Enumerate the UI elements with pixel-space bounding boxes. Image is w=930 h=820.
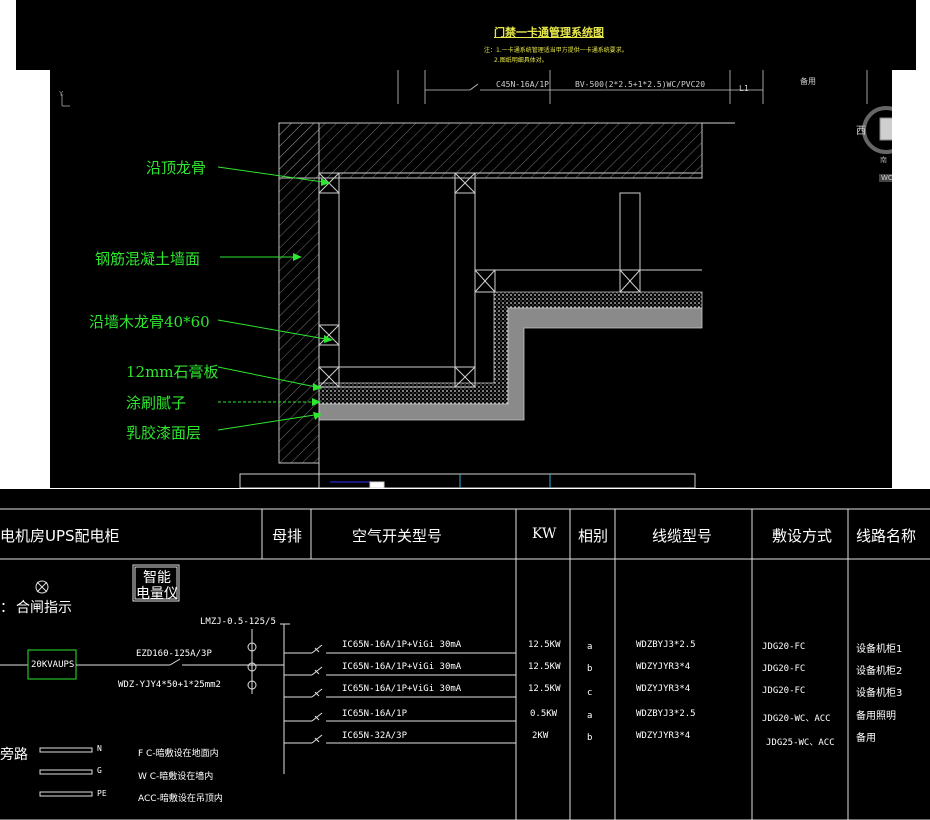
- row-laying: JDG25-WC、ACC: [766, 738, 835, 748]
- wcs-badge[interactable]: WC: [879, 174, 892, 182]
- row-breaker: IC65N-16A/1P: [342, 709, 408, 719]
- ups-box-label: 20KVAUPS: [31, 660, 75, 670]
- branch-line: [314, 715, 320, 721]
- row-phase: c: [587, 688, 593, 698]
- label-gypsum-board: 12mm石膏板: [126, 363, 219, 381]
- row-cable: WDZYJYR3*4: [636, 684, 691, 694]
- row-name: 备用: [856, 733, 876, 744]
- branch-line: [314, 647, 320, 653]
- system-diagram-title: 门禁一卡通管理系统图: [494, 26, 604, 39]
- branch-line: [311, 666, 323, 676]
- label-concrete-wall: 钢筋混凝土墙面: [95, 250, 201, 268]
- row-kw: 0.5KW: [530, 709, 558, 719]
- branch-line: [314, 669, 320, 675]
- top-circuit-line: L1: [739, 84, 749, 93]
- ups-panel-drawing: [0, 508, 930, 820]
- close-indicator-label: 合闸指示: [16, 600, 72, 616]
- close-indicator-prefix: ：: [0, 600, 14, 616]
- row-name: 设备机柜1: [856, 644, 903, 655]
- branch-line: [311, 644, 323, 654]
- view-cube[interactable]: [862, 106, 892, 154]
- lower-sheet-hint: [239, 473, 696, 488]
- header-kw: KW: [532, 526, 557, 542]
- bypass-label: 旁路: [0, 747, 28, 763]
- branch-line: [311, 712, 323, 722]
- cad-drawing: [61, 70, 892, 488]
- row-laying: JDG20-FC: [762, 664, 806, 674]
- main-cable-label: WDZ-YJY4*50+1*25mm2: [118, 680, 221, 690]
- row-name: 备用照明: [856, 711, 896, 722]
- header-breaker: 空气开关型号: [352, 527, 443, 545]
- row-kw: 12.5KW: [528, 640, 561, 650]
- main-breaker-label: EZD160-125A/3P: [136, 649, 212, 659]
- label-putty: 涂刷腻子: [126, 394, 187, 412]
- row-laying: JDG20-FC: [762, 686, 806, 696]
- system-diagram-note-1: 注：1.一卡通系统管理适当甲方提供一卡通系统要求。: [484, 47, 628, 54]
- top-circuit-use: 备用: [800, 77, 816, 86]
- legend-symbol-pe: PE: [97, 789, 107, 798]
- header-phase: 相别: [578, 527, 609, 545]
- row-phase: a: [587, 711, 593, 721]
- cad-viewport[interactable]: Y 西 南 WC C45N-16A/1P BV-500(2*2.5+1*2.5)…: [50, 70, 892, 488]
- meter-label-1: 智能: [143, 570, 171, 586]
- row-kw: 12.5KW: [528, 684, 561, 694]
- header-laying: 敷设方式: [772, 527, 833, 545]
- ct-model: LMZJ-0.5-125/5: [200, 617, 276, 627]
- row-name: 设备机柜3: [856, 688, 903, 699]
- top-circuit-cable: BV-500(2*2.5+1*2.5)WC/PVC20: [575, 80, 706, 89]
- system-diagram-note-2: 2.图纸明细具体对。: [494, 57, 548, 64]
- row-cable: WDZYJYR3*4: [636, 662, 691, 672]
- wall-section: [278, 122, 735, 488]
- row-laying: JDG20-FC: [762, 642, 806, 652]
- row-phase: a: [587, 642, 593, 652]
- row-breaker: IC65N-16A/1P+ViGi 30mA: [342, 662, 462, 672]
- row-kw: 2KW: [532, 731, 549, 741]
- top-sheet-strip: 门禁一卡通管理系统图 注：1.一卡通系统管理适当甲方提供一卡通系统要求。 2.图…: [16, 0, 916, 70]
- row-breaker: IC65N-16A/1P+ViGi 30mA: [342, 684, 462, 694]
- legend-text-acc: ACC-暗敷设在吊顶内: [138, 794, 223, 804]
- ucs-y-label: Y: [59, 90, 64, 98]
- row-name: 设备机柜2: [856, 666, 903, 677]
- legend-symbol-g: G: [97, 766, 102, 775]
- branch-line: [311, 688, 323, 698]
- meter-label-2: 电量仪: [136, 586, 178, 602]
- label-wood-keel: 沿墙木龙骨40*60: [89, 313, 210, 331]
- top-circuit-breaker: C45N-16A/1P: [496, 80, 549, 89]
- row-cable: WDZYJYR3*4: [636, 731, 691, 741]
- row-breaker: IC65N-32A/3P: [342, 731, 408, 741]
- top-circuit-row: [397, 70, 868, 104]
- label-latex-paint: 乳胶漆面层: [126, 424, 202, 442]
- row-kw: 12.5KW: [528, 662, 561, 672]
- ucs-axis-icon: [61, 94, 70, 107]
- branch-line: [311, 734, 323, 744]
- row-breaker: IC65N-16A/1P+ViGi 30mA: [342, 640, 462, 650]
- header-busbar: 母排: [272, 527, 303, 545]
- ups-panel-sheet: 电机房UPS配电柜 母排 空气开关型号 KW 相别 线缆型号 敷设方式 线路名称…: [0, 489, 930, 820]
- header-circuit-name: 线路名称: [856, 527, 917, 545]
- branch-line: [314, 737, 320, 743]
- branch-line: [314, 691, 320, 697]
- legend-symbol-n: N: [97, 744, 102, 753]
- legend-text-wc: W C-暗敷设在墙内: [138, 772, 214, 782]
- label-ceiling-keel: 沿顶龙骨: [146, 159, 207, 177]
- header-cable: 线缆型号: [652, 527, 713, 545]
- row-cable: WDZBYJ3*2.5: [636, 709, 696, 719]
- row-phase: b: [587, 664, 593, 674]
- view-cube-south-label[interactable]: 南: [880, 156, 887, 164]
- row-cable: WDZBYJ3*2.5: [636, 640, 696, 650]
- row-phase: b: [587, 733, 593, 743]
- view-cube-west-label[interactable]: 西: [856, 126, 866, 137]
- legend-text-fc: F C-暗敷设在地面内: [138, 749, 219, 759]
- row-laying: JDG20-WC、ACC: [762, 714, 831, 724]
- leader-lines: [217, 166, 333, 431]
- header-panel-name: 电机房UPS配电柜: [0, 527, 120, 545]
